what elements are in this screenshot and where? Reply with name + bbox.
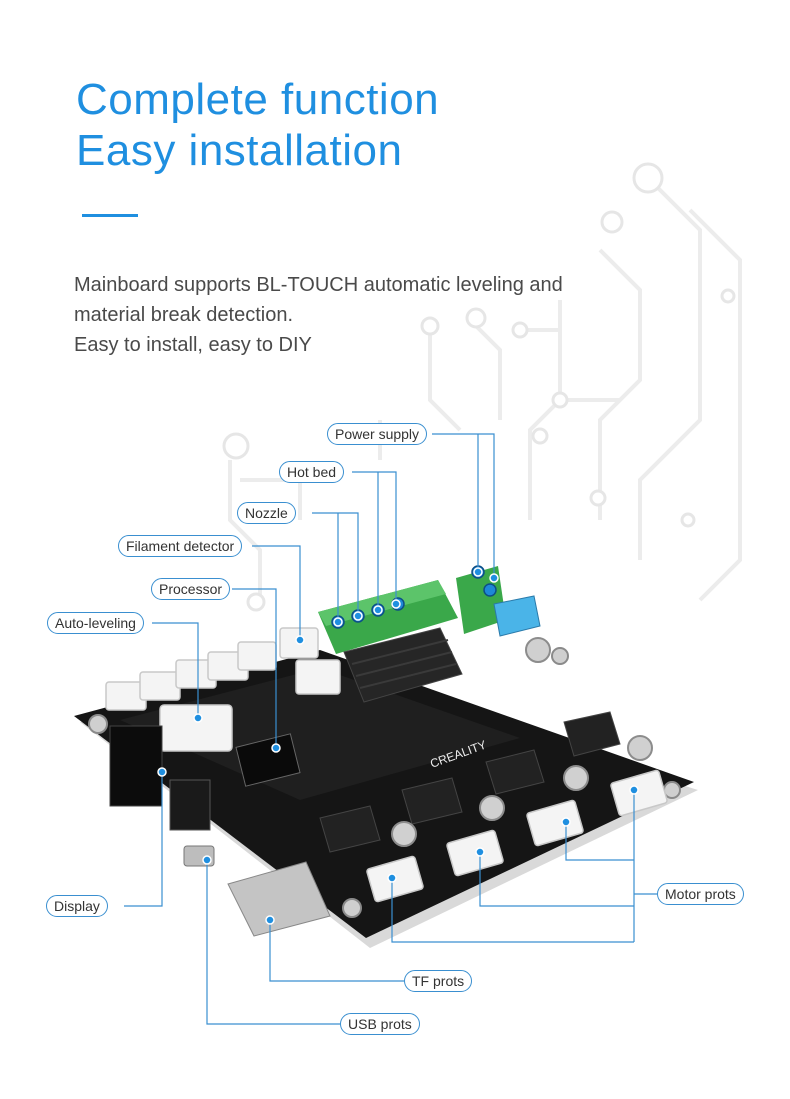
mount-hole <box>342 898 362 918</box>
display-pins <box>169 779 211 831</box>
anchor-dot <box>629 785 639 795</box>
leader-tf-ports <box>269 920 404 982</box>
callout-hot-bed: Hot bed <box>279 461 345 483</box>
title-accent-bar <box>82 214 138 217</box>
screw-terminal-top <box>318 580 446 626</box>
page-title: Complete function Easy installation <box>76 74 439 176</box>
anchor-dot <box>202 855 212 865</box>
anchor-dot <box>387 873 397 883</box>
anchor-dot <box>373 605 383 615</box>
anchor-dot <box>353 611 363 621</box>
leader-hot-bed <box>352 471 397 604</box>
leader-motor-2 <box>479 852 634 907</box>
anchor-dot <box>561 817 571 827</box>
leader-filament-detector <box>252 545 301 640</box>
tf-card-slot <box>227 861 331 937</box>
mount-hole <box>551 647 569 665</box>
callout-display: Display <box>46 895 108 917</box>
callout-usb-ports: USB prots <box>340 1013 420 1035</box>
title-line-2: Easy installation <box>76 126 403 175</box>
callout-filament-detector: Filament detector <box>118 535 243 557</box>
callout-motor-ports: Motor prots <box>657 883 744 905</box>
anchor-dot <box>473 567 483 577</box>
mount-hole <box>88 714 108 734</box>
power-terminal-screw <box>483 583 497 597</box>
anchor-dot <box>193 713 203 723</box>
display-header <box>109 725 163 807</box>
anchor-dot <box>333 617 343 627</box>
leader-motor-3 <box>565 822 634 861</box>
processor-chip <box>235 733 301 787</box>
fuse <box>493 595 541 637</box>
leader-processor <box>232 588 277 748</box>
leader-motor-1 <box>391 878 634 943</box>
callout-tf-ports: TF prots <box>404 970 473 992</box>
callout-auto-leveling: Auto-leveling <box>47 612 144 634</box>
heatsink <box>563 711 621 757</box>
callout-nozzle: Nozzle <box>237 502 296 524</box>
capacitor <box>627 735 653 761</box>
heatsink-fin <box>355 651 453 677</box>
anchor-dot <box>157 767 167 777</box>
power-terminal-block <box>456 566 506 634</box>
heatsink <box>401 777 463 825</box>
description: Mainboard supports BL-TOUCH automatic le… <box>74 270 563 360</box>
leader-nozzle <box>312 512 359 616</box>
leader-display <box>124 772 163 907</box>
callout-power-supply: Power supply <box>327 423 428 445</box>
anchor-dot <box>475 847 485 857</box>
anchor-dot <box>295 635 305 645</box>
description-line-3: Easy to install, easy to DIY <box>74 334 312 356</box>
capacitor <box>479 795 505 821</box>
motor-connector <box>610 769 668 817</box>
anchor-dot <box>489 573 499 583</box>
heatsink-fin <box>359 663 457 689</box>
capacitor <box>525 637 551 663</box>
anchor-dot <box>271 743 281 753</box>
anchor-dot <box>265 915 275 925</box>
callout-processor: Processor <box>151 578 231 600</box>
leader-auto-leveling <box>152 622 199 718</box>
board-sheen <box>120 668 520 800</box>
capacitor <box>563 765 589 791</box>
leader-usb-ports <box>206 860 340 1025</box>
anchor-dot <box>391 599 401 609</box>
title-line-1: Complete function <box>76 75 440 124</box>
capacitor <box>391 821 417 847</box>
leader-power-supply <box>432 433 495 578</box>
description-line-2: material break detection. <box>74 304 294 326</box>
heatsink <box>319 805 381 853</box>
description-line-1: Mainboard supports BL-TOUCH automatic le… <box>74 274 563 296</box>
connector <box>295 659 341 695</box>
heatsink-fin <box>351 639 449 665</box>
heatsink <box>485 749 545 795</box>
motor-connector <box>526 799 584 847</box>
